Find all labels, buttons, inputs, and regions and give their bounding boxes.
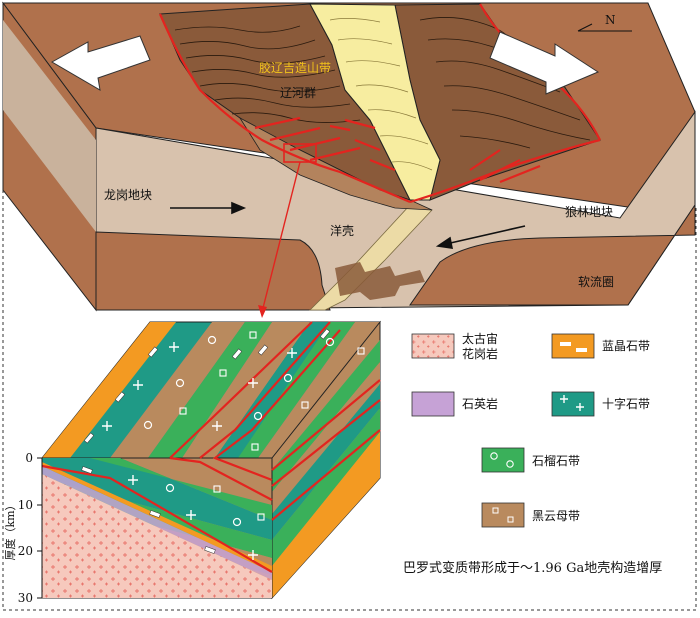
kyanite-symbols xyxy=(81,328,331,554)
north-arrow xyxy=(577,23,632,32)
legend-label-staurolite: 十字石带 xyxy=(602,396,650,411)
slab-fragment xyxy=(335,262,425,300)
legend-label-garnet: 石榴石带 xyxy=(532,454,580,468)
oceanic-crust-label: 洋壳 xyxy=(330,223,354,238)
detail-arrowhead xyxy=(258,305,267,318)
east-block-label: 狼林地块 xyxy=(565,204,613,219)
fault-lines xyxy=(158,3,601,204)
legend-label-biotite: 黑云母带 xyxy=(532,509,580,523)
depth-tick-10: 10 xyxy=(18,498,33,512)
depth-tick-20: 20 xyxy=(18,544,33,558)
biotite-symbols xyxy=(179,331,365,521)
garnet-symbols xyxy=(143,335,335,527)
legend-swatch-archean-granite xyxy=(411,333,455,359)
left-face-crust xyxy=(3,20,96,232)
dashed-frame xyxy=(2,190,697,611)
legend-swatch-garnet xyxy=(481,447,525,473)
west-block-label: 龙岗地块 xyxy=(104,188,152,202)
legend-label-archean-granite-1: 太古宙 xyxy=(462,331,498,346)
folded-front xyxy=(238,116,433,211)
block-diagram: N 胶辽吉造山带 辽河群 龙岗地块 狼林地块 洋壳 软流圈 xyxy=(2,1,696,318)
north-label: N xyxy=(605,13,616,27)
asthenosphere xyxy=(95,231,331,311)
sediment-streaks xyxy=(329,18,433,171)
legend-swatches xyxy=(411,333,595,528)
legend-swatch-quartzite xyxy=(411,391,455,417)
group-label: 辽河群 xyxy=(280,86,316,100)
staurolite-symbols xyxy=(102,342,297,560)
compression-arrow-east xyxy=(489,31,600,95)
asthenosphere-label: 软流圈 xyxy=(578,275,614,289)
legend-label-quartzite: 石英岩 xyxy=(462,396,498,411)
depth-axis: 0 10 20 30 厚度（km） xyxy=(3,451,43,605)
metamorphic-block xyxy=(40,320,382,600)
figure-caption: 巴罗式变质带形成于～1.96 Ga地壳构造增厚 xyxy=(403,560,662,576)
legend-swatch-biotite xyxy=(481,502,525,528)
motion-arrows xyxy=(170,201,526,249)
asthenosphere-east xyxy=(409,203,696,306)
depth-axis-title: 厚度（km） xyxy=(3,499,17,560)
legend-label-kyanite: 蓝晶石带 xyxy=(602,339,650,353)
depth-tick-30: 30 xyxy=(18,591,33,605)
depth-tick-0: 0 xyxy=(25,451,33,465)
detail-pointer xyxy=(261,161,301,313)
compression-arrow-west xyxy=(50,35,151,91)
legend-label-archean-granite-2: 花岗岩 xyxy=(462,346,498,361)
orogen-label: 胶辽吉造山带 xyxy=(259,60,331,75)
meta-faults xyxy=(41,321,381,573)
legend-swatch-kyanite xyxy=(551,333,595,359)
legend-swatch-staurolite xyxy=(551,391,595,417)
